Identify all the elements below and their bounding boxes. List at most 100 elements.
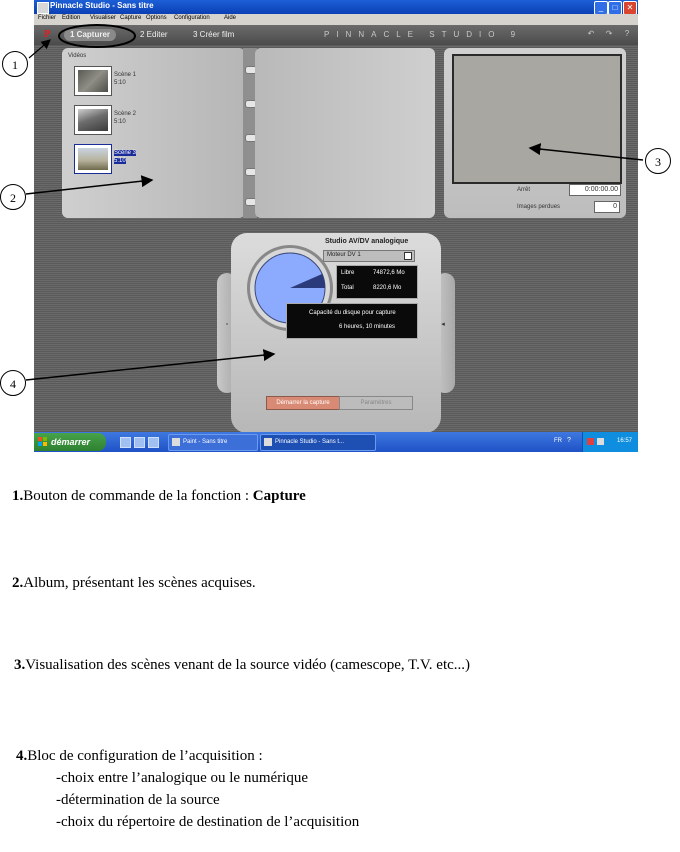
caption-emphasis: Capture <box>252 488 306 504</box>
album-section-label: Vidéos <box>68 53 87 59</box>
menu-configuration[interactable]: Configuration <box>174 15 210 21</box>
scene-name: Scène 2 <box>114 111 137 117</box>
capture-tab-highlight <box>58 24 136 48</box>
preview-screen <box>452 54 622 184</box>
caption-text: Album, présentant les scènes acquises. <box>23 575 256 591</box>
menu-bar: Fichier Edition Visualiser Capture Optio… <box>34 14 638 25</box>
scroll-left-icon[interactable]: ▫ <box>225 321 229 328</box>
scene-thumbnail[interactable] <box>74 66 112 96</box>
capacity-label: Capacité du disque pour capture <box>309 310 396 316</box>
caption-4: 4.Bloc de configuration de l’acquisition… <box>16 748 263 765</box>
help-icon[interactable]: ? <box>567 437 571 444</box>
taskbar-item-label: Pinnacle Studio - Sans t... <box>275 439 345 445</box>
menu-options[interactable]: Options <box>146 15 167 21</box>
app-icon <box>37 2 49 14</box>
menu-file[interactable]: Fichier <box>38 15 57 21</box>
total-value: 8220,6 Mo <box>373 285 402 291</box>
capture-configuration-panel: ▫ ◂ Studio AV/DV analogique Moteur DV 1 <box>217 233 455 433</box>
tab-edit[interactable]: 2 Editer <box>140 30 168 39</box>
callout-2: 2 <box>0 184 26 210</box>
source-select[interactable]: Moteur DV 1 <box>323 250 415 262</box>
scene-duration: 5:10 <box>114 119 126 125</box>
tray-app-icon[interactable] <box>587 438 594 445</box>
bullet-item: -choix entre l’analogique ou le numériqu… <box>56 770 308 786</box>
caption-2: 2.Album, présentant les scènes acquises. <box>12 575 256 592</box>
bullet-item: -détermination de la source <box>56 792 220 808</box>
scene-thumbnail[interactable] <box>74 105 112 135</box>
video-preview-panel: Arrêt 0:00:00.00 Images perdues 0 <box>444 48 626 218</box>
album-left-page: Vidéos Scène 1 5:10 Scène 2 5:10 Scène 3… <box>62 48 245 218</box>
status-label: Arrêt <box>517 187 531 193</box>
close-button[interactable]: ✕ <box>623 1 637 15</box>
scene-image <box>78 148 108 170</box>
scene-duration: 5:10 <box>114 80 126 86</box>
pinnacle-app-icon <box>264 438 272 446</box>
source-select-value: Moteur DV 1 <box>327 252 361 258</box>
callout-arrows <box>25 24 644 381</box>
dropdown-icon[interactable] <box>404 252 412 260</box>
capture-panel-body: Studio AV/DV analogique Moteur DV 1 Libr… <box>231 233 441 433</box>
dropped-frames-value: 0 <box>594 201 620 213</box>
capture-button-row: Démarrer la capture Paramètres <box>266 396 413 410</box>
album-spine <box>243 48 257 218</box>
redo-icon[interactable]: ↷ <box>605 29 613 38</box>
pinnacle-window: Pinnacle Studio - Sans titre _ □ ✕ Fichi… <box>34 0 638 452</box>
callout-3-arrow <box>528 143 644 161</box>
pinnacle-logo: P <box>44 28 51 40</box>
windows-logo-icon <box>38 437 47 446</box>
start-label: démarrer <box>51 437 91 447</box>
scene-image <box>78 70 108 92</box>
language-indicator[interactable]: FR <box>554 438 562 444</box>
undo-icon[interactable]: ↶ <box>587 29 595 38</box>
taskbar-item-pinnacle[interactable]: Pinnacle Studio - Sans t... <box>260 434 376 451</box>
tab-capture[interactable]: 1 Capturer <box>64 29 117 41</box>
scene-thumbnail[interactable] <box>74 144 112 174</box>
volume-icon[interactable] <box>597 438 604 445</box>
system-tray: 16:57 <box>582 432 638 452</box>
album: Vidéos Scène 1 5:10 Scène 2 5:10 Scène 3… <box>62 48 435 218</box>
callout-4: 4 <box>0 370 26 396</box>
callout-2-arrow <box>25 175 154 195</box>
caption-number: 1. <box>12 488 24 504</box>
caption-text: Visualisation des scènes venant de la so… <box>25 657 471 673</box>
callout-4-arrow <box>25 349 276 381</box>
tab-create-movie[interactable]: 3 Créer film <box>193 30 235 39</box>
callout-1-arrow <box>28 39 51 59</box>
quicklaunch-desktop-icon[interactable] <box>120 437 131 448</box>
settings-button[interactable]: Paramètres <box>339 396 413 410</box>
quicklaunch-media-icon[interactable] <box>148 437 159 448</box>
audio-icon[interactable]: ◂ <box>441 321 445 328</box>
timecode-display: 0:00:00.00 <box>569 184 621 196</box>
menu-edit[interactable]: Edition <box>62 15 81 21</box>
scene-duration: 5:10 <box>114 158 126 164</box>
menu-help[interactable]: Aide <box>224 15 237 21</box>
taskbar-item-paint[interactable]: Paint - Sans titre <box>168 434 258 451</box>
title-bar[interactable]: Pinnacle Studio - Sans titre _ □ ✕ <box>34 0 638 15</box>
menu-view[interactable]: Visualiser <box>90 15 116 21</box>
caption-number: 4. <box>16 748 28 764</box>
dropped-frames-label: Images perdues <box>517 204 561 210</box>
caption-number: 3. <box>14 657 26 673</box>
workspace: Vidéos Scène 1 5:10 Scène 2 5:10 Scène 3… <box>34 45 638 433</box>
window-title: Pinnacle Studio - Sans titre <box>50 1 154 10</box>
scene-image <box>78 109 108 131</box>
caption-3: 3.Visualisation des scènes venant de la … <box>14 657 470 674</box>
capture-source-title: Studio AV/DV analogique <box>325 238 409 245</box>
caption-text: Bouton de commande de la fonction : <box>23 488 253 504</box>
callout-3: 3 <box>645 148 671 174</box>
disk-used-slice <box>290 274 325 288</box>
free-label: Libre <box>341 270 355 276</box>
callout-1: 1 <box>2 51 28 77</box>
minimize-button[interactable]: _ <box>594 1 608 15</box>
capacity-value: 6 heures, 10 minutes <box>339 324 396 330</box>
caption-1: 1.Bouton de commande de la fonction : Ca… <box>12 488 306 505</box>
album-right-page <box>255 48 435 218</box>
start-button[interactable]: démarrer <box>34 433 106 451</box>
total-label: Total <box>341 285 354 291</box>
menu-capture[interactable]: Capture <box>120 15 142 21</box>
clock: 16:57 <box>617 438 633 444</box>
windows-taskbar: démarrer Paint - Sans titre Pinnacle Stu… <box>34 432 638 452</box>
disk-storage-readout: Libre 74872,6 Mo Total 8220,6 Mo <box>336 265 418 299</box>
quicklaunch-browser-icon[interactable] <box>134 437 145 448</box>
help-icon[interactable]: ? <box>624 29 630 38</box>
